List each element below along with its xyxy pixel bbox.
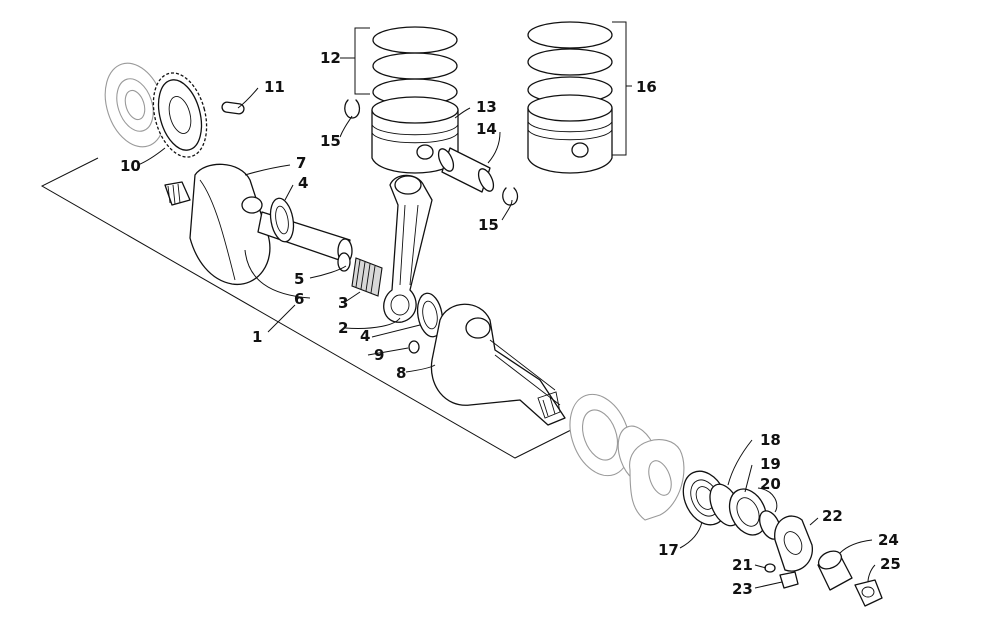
crankshaft-left-half (164, 163, 353, 285)
thrust-washer-4-upper (269, 197, 295, 243)
oil-seal-19 (728, 488, 768, 536)
bracket-12 (340, 27, 370, 95)
leader-lines (137, 87, 876, 589)
piston-rings-12 (372, 26, 458, 106)
callout-5: 5 (294, 270, 304, 288)
callout-3: 3 (338, 294, 348, 312)
callout-16: 16 (636, 78, 657, 96)
callout-labels: 1 2 3 4 4 5 6 7 8 9 10 11 12 13 14 15 15… (120, 49, 901, 598)
callout-21: 21 (732, 556, 753, 574)
callout-4a: 4 (298, 174, 308, 192)
piston-13 (371, 96, 459, 174)
sleeve-24 (817, 550, 853, 591)
connecting-rod-2 (383, 174, 433, 323)
callout-7: 7 (296, 154, 306, 172)
timing-gear (152, 72, 208, 158)
needle-bearing-3 (351, 257, 383, 297)
bracket-16 (612, 21, 632, 156)
callout-9: 9 (374, 346, 384, 364)
woodruff-key-11 (221, 101, 245, 115)
callout-20: 20 (760, 475, 781, 493)
callout-1: 1 (252, 328, 262, 346)
callout-13: 13 (476, 98, 497, 116)
crankshaft-right-half (430, 303, 566, 426)
callout-2: 2 (338, 319, 348, 337)
callout-12: 12 (320, 49, 341, 67)
callout-15b: 15 (478, 216, 499, 234)
screw-23 (779, 571, 799, 589)
callout-8: 8 (396, 364, 406, 382)
piston-16 (527, 94, 613, 174)
circlip-15-lower (502, 187, 519, 206)
callout-14: 14 (476, 120, 497, 138)
circlip-15-upper (344, 99, 361, 119)
callout-11: 11 (264, 78, 285, 96)
key-9 (408, 340, 420, 354)
nut-25 (854, 579, 883, 607)
callout-15a: 15 (320, 132, 341, 150)
callout-23: 23 (732, 580, 753, 598)
callout-18: 18 (760, 431, 781, 449)
callout-4b: 4 (360, 327, 370, 345)
o-ring-21 (764, 563, 776, 573)
thrust-washer-4-lower (416, 292, 444, 338)
crank-pin-5 (337, 252, 351, 272)
callout-19: 19 (760, 455, 781, 473)
callout-24: 24 (878, 531, 899, 549)
piston-rings-16 (527, 21, 613, 104)
piston-pin-14 (437, 147, 495, 193)
ghost-bearing-right (569, 393, 685, 521)
callout-10: 10 (120, 157, 141, 175)
callout-17: 17 (658, 541, 679, 559)
assembly-bracket-crankshaft (40, 157, 576, 459)
callout-22: 22 (822, 507, 843, 525)
callout-25: 25 (880, 555, 901, 573)
callout-6: 6 (294, 290, 304, 308)
retainer-plate-22 (774, 515, 813, 572)
